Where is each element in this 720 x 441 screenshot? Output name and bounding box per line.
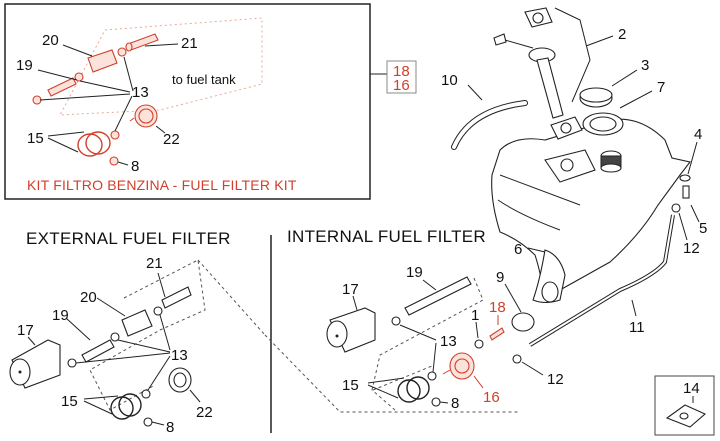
hose-19-internal	[404, 276, 472, 316]
washer-4	[679, 174, 691, 182]
ref-label-18: 18	[393, 63, 410, 80]
external-fuel-filter-section: EXTERNAL FUEL FILTER	[9, 229, 266, 436]
int-label-1: 1	[471, 307, 479, 324]
hose-21	[161, 286, 192, 309]
filler-neck	[600, 150, 622, 173]
fuel-tank	[491, 118, 691, 299]
kit-label-19: 19	[16, 57, 33, 74]
int-label-15: 15	[342, 377, 359, 394]
clip-label-14: 14	[683, 380, 700, 397]
ext-label-19: 19	[52, 307, 69, 324]
tank-label-7: 7	[657, 79, 665, 96]
tank-label-9: 9	[496, 269, 504, 286]
fuel-tank-assembly: 2 3 7 10 4 5 12 6 11	[441, 7, 707, 347]
kit-label-8: 8	[131, 158, 139, 175]
kit-title: KIT FILTRO BENZINA - FUEL FILTER KIT	[27, 177, 297, 193]
ext-label-8: 8	[166, 419, 174, 436]
o-ring-15-internal	[397, 379, 421, 403]
tank-label-12: 12	[683, 240, 700, 257]
tank-label-6: 6	[514, 241, 522, 258]
clamp-13	[110, 332, 120, 342]
hose-19	[81, 339, 115, 363]
nut-12	[671, 203, 681, 213]
clamp-13-kit	[110, 130, 120, 140]
clamp-13	[141, 389, 151, 399]
tank-label-4: 4	[694, 126, 702, 143]
ext-label-21: 21	[146, 255, 163, 272]
ext-label-17: 17	[17, 322, 34, 339]
tank-label-5: 5	[699, 220, 707, 237]
nut-1	[474, 339, 484, 349]
strainer-16	[442, 352, 475, 380]
to-fuel-tank-note: to fuel tank	[172, 72, 236, 87]
nut-8-kit	[109, 156, 119, 166]
external-title: EXTERNAL FUEL FILTER	[26, 229, 231, 248]
ext-label-15: 15	[61, 393, 78, 410]
int-label-18: 18	[489, 299, 506, 316]
clamp-13-kit	[32, 95, 42, 105]
tank-label-10: 10	[441, 72, 458, 89]
filter-20-kit	[87, 47, 127, 73]
breather-hose-10	[451, 100, 528, 150]
filter-20	[121, 309, 153, 337]
fuel-filter-kit-box: 20 21 19 13 15 22 8 to fuel tank KIT FIL…	[4, 3, 371, 200]
kit-label-13: 13	[132, 84, 149, 101]
internal-fuel-filter-section: INTERNAL FUEL FILTER	[264, 227, 564, 413]
pin-18	[489, 327, 505, 341]
clamp-13	[67, 358, 77, 368]
tank-label-2: 2	[618, 26, 626, 43]
fuel-pump-sender-2	[493, 7, 583, 140]
int-label-13: 13	[440, 333, 457, 350]
kit-label-15: 15	[27, 130, 44, 147]
int-label-17: 17	[342, 281, 359, 298]
tank-label-12b: 12	[547, 371, 564, 388]
int-label-8: 8	[451, 395, 459, 412]
o-ring-15-kit	[85, 131, 111, 155]
ext-label-20: 20	[80, 289, 97, 306]
kit-label-21: 21	[181, 35, 198, 52]
ref-label-16: 16	[393, 77, 410, 94]
strainer-22-kit	[129, 104, 158, 128]
fuel-pump-17	[9, 339, 61, 389]
int-label-19: 19	[406, 264, 423, 281]
o-ring-15-internal	[406, 376, 430, 400]
ext-label-22: 22	[196, 404, 213, 421]
clamp-13-internal	[427, 371, 437, 381]
clamp-13	[153, 306, 163, 316]
kit-label-20: 20	[42, 32, 59, 49]
clip-box-14: 14	[654, 375, 715, 436]
o-ring-15	[118, 393, 142, 417]
clamp-13-internal	[391, 316, 401, 326]
fuel-pump-17-internal	[326, 307, 376, 353]
reference-box-18-16: 18 16	[386, 60, 417, 94]
int-label-16: 16	[483, 389, 500, 406]
clamp-13-kit	[74, 72, 84, 82]
nut-8-internal	[431, 397, 441, 407]
internal-title: INTERNAL FUEL FILTER	[287, 227, 486, 246]
nut-12-internal	[512, 354, 522, 364]
hose-21-kit	[125, 33, 159, 52]
bolt-5	[682, 185, 690, 199]
kit-label-22: 22	[163, 131, 180, 148]
hose-19-kit	[47, 77, 77, 97]
ext-label-13: 13	[171, 347, 188, 364]
tank-label-3: 3	[641, 57, 649, 74]
nut-8	[143, 417, 153, 427]
hose-clamp-9	[511, 312, 535, 332]
tank-label-11: 11	[629, 319, 645, 336]
